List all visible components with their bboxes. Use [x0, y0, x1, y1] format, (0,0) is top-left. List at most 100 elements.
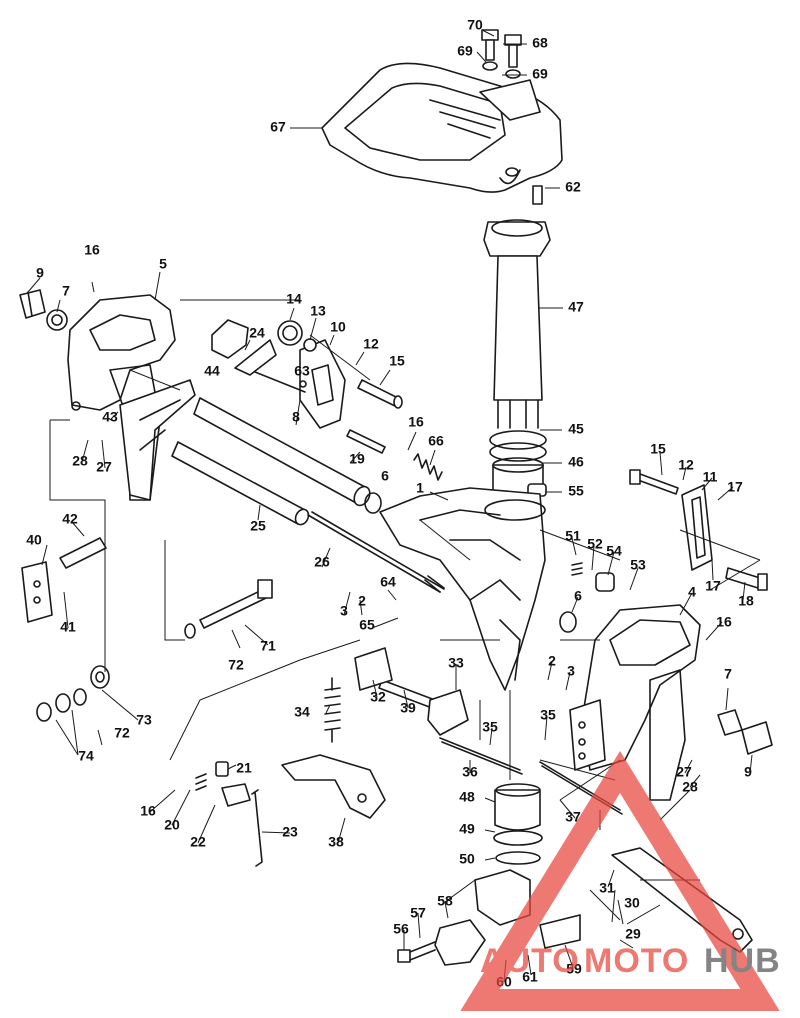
bolt-15-right-part — [629, 469, 679, 495]
label-26: 26 — [314, 554, 330, 570]
label-11: 11 — [703, 469, 718, 485]
block-44-part — [211, 319, 249, 359]
label-44: 44 — [204, 363, 220, 379]
label-29: 29 — [625, 926, 641, 942]
label-27b: 27 — [676, 764, 692, 780]
label-31: 31 — [599, 880, 615, 896]
rod-26-part — [307, 511, 445, 593]
label-13: 13 — [310, 303, 326, 319]
bracket-32-part — [354, 647, 393, 691]
label-7b: 7 — [724, 666, 732, 682]
washer-72-part — [184, 623, 196, 639]
label-12a: 12 — [363, 336, 379, 352]
label-16b: 16 — [408, 414, 424, 430]
label-3b: 3 — [567, 663, 575, 679]
cam-22-part — [221, 783, 251, 807]
button-21-part — [215, 761, 229, 777]
label-2b: 2 — [548, 653, 556, 669]
label-10: 10 — [330, 319, 346, 335]
nut-7-right-part — [717, 709, 743, 736]
label-38: 38 — [328, 834, 344, 850]
label-55: 55 — [568, 483, 584, 499]
label-6a: 6 — [381, 468, 389, 484]
label-28b: 28 — [682, 779, 698, 795]
label-17b: 17 — [705, 578, 721, 594]
rod-23-part — [251, 789, 263, 867]
label-17a: 17 — [727, 479, 743, 495]
spring-51-part — [571, 562, 583, 576]
label-28a: 28 — [72, 453, 88, 469]
label-71: 71 — [260, 638, 276, 654]
lever-24-part — [234, 339, 307, 393]
washers-74-part — [36, 688, 87, 722]
bolt-68-part — [504, 34, 522, 79]
tilt-tube-8-part — [193, 397, 371, 507]
label-59: 59 — [566, 961, 582, 977]
tilt-lock-right-part — [569, 699, 606, 771]
bolt-56-part — [397, 941, 436, 963]
washer-6-right-part — [559, 611, 577, 633]
label-15a: 15 — [389, 353, 405, 369]
label-25: 25 — [250, 518, 266, 534]
label-16a: 16 — [84, 242, 100, 258]
watermark-word-auto: AUTO — [480, 942, 580, 980]
label-42: 42 — [62, 511, 78, 527]
watermark-word-hub: HUB — [704, 942, 781, 980]
tilt-lock-lever-40-part — [21, 561, 53, 623]
label-54: 54 — [606, 543, 622, 559]
label-39: 39 — [400, 700, 416, 716]
label-3a: 3 — [340, 603, 348, 619]
label-53: 53 — [630, 557, 646, 573]
label-52: 52 — [587, 536, 603, 552]
label-63: 63 — [294, 363, 310, 379]
washer-6-left-part — [364, 492, 382, 514]
spring-20-part — [195, 773, 207, 791]
label-40: 40 — [26, 532, 42, 548]
label-2a: 2 — [358, 593, 366, 609]
label-37: 37 — [565, 809, 581, 825]
label-56: 56 — [393, 921, 409, 937]
bracket-33-part — [427, 689, 469, 736]
label-41: 41 — [60, 619, 76, 635]
label-34: 34 — [294, 704, 310, 720]
label-49: 49 — [459, 821, 475, 837]
label-32: 32 — [370, 689, 386, 705]
label-69a: 69 — [457, 43, 473, 59]
label-24: 24 — [249, 325, 265, 341]
label-45: 45 — [568, 421, 584, 437]
label-61: 61 — [522, 969, 538, 985]
leader-lines — [27, 29, 753, 983]
label-72a: 72 — [228, 657, 244, 673]
label-68: 68 — [532, 35, 548, 51]
pin-42-part — [59, 537, 107, 569]
bolt-15-left-part — [357, 379, 403, 409]
label-35b: 35 — [540, 707, 556, 723]
latch-plate-10-part — [299, 339, 346, 429]
watermark-word-moto: MOTO — [584, 942, 689, 980]
label-70: 70 — [467, 17, 483, 33]
label-23: 23 — [282, 824, 298, 840]
bolt-18-part — [725, 567, 768, 591]
washer-73-part — [90, 665, 110, 689]
label-46: 46 — [568, 454, 584, 470]
lower-bushing-part — [493, 783, 543, 865]
pin-19-part — [346, 429, 386, 454]
label-62: 62 — [565, 179, 581, 195]
knob-7-left-part — [46, 309, 68, 331]
label-72b: 72 — [114, 725, 130, 741]
label-4: 4 — [688, 584, 696, 600]
label-33: 33 — [448, 655, 464, 671]
label-22: 22 — [190, 834, 206, 850]
label-43: 43 — [102, 409, 118, 425]
label-5: 5 — [159, 256, 167, 272]
watermark-triangle-icon — [460, 750, 780, 1011]
swivel-bracket-part — [379, 487, 546, 691]
bolt-70-part — [481, 29, 499, 71]
label-12b: 12 — [678, 457, 694, 473]
label-18: 18 — [738, 593, 754, 609]
knob-9-right-part — [741, 721, 773, 755]
label-48: 48 — [459, 789, 475, 805]
label-57: 57 — [410, 905, 426, 921]
knob-9-left-part — [19, 289, 46, 319]
